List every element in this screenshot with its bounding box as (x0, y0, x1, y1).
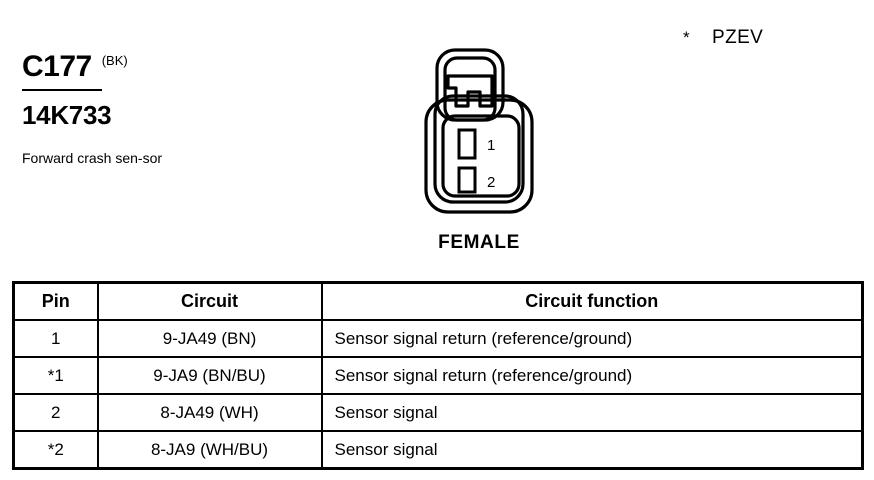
connector-cavity-1 (457, 128, 477, 160)
cell-pin: 1 (12, 319, 99, 358)
connector-id-row: C177 (BK) (22, 52, 232, 82)
connector-identification-block: C177 (BK) 14K733 Forward crash sen-sor (22, 52, 232, 168)
pzev-asterisk-marker: * (683, 28, 691, 47)
cell-pin: 2 (12, 393, 99, 432)
connector-part-number: 14K733 (22, 100, 112, 130)
table-row: 1 9-JA49 (BN) Sensor signal return (refe… (12, 319, 864, 358)
connector-cavity-2 (457, 166, 477, 194)
table-row: 2 8-JA49 (WH) Sensor signal (12, 393, 864, 432)
connector-inner-shell (433, 94, 525, 204)
connector-cavity-1-number: 1 (487, 137, 495, 154)
cell-circuit: 9-JA49 (BN) (96, 319, 323, 358)
cell-pin: *2 (12, 430, 99, 470)
table-row: *1 9-JA9 (BN/BU) Sensor signal return (r… (12, 356, 864, 395)
table-header-row: Pin Circuit Circuit function (12, 281, 864, 321)
pinout-table: Pin Circuit Circuit function 1 9-JA49 (B… (12, 281, 864, 470)
connector-mating-face (441, 114, 521, 198)
connector-color-code: (BK) (101, 53, 128, 68)
connector-id: C177 (22, 50, 92, 83)
connector-cavity-2-number: 2 (487, 174, 495, 191)
table-row: *2 8-JA9 (WH/BU) Sensor signal (12, 430, 864, 470)
cell-circuit-function: Sensor signal (320, 430, 864, 470)
cell-circuit-function: Sensor signal return (reference/ground) (320, 319, 864, 358)
connector-id-underline (22, 89, 102, 91)
connector-figure: 1 2 FEMALE (404, 44, 554, 254)
connector-description: Forward crash sen-sor (22, 150, 163, 166)
pzev-footnote: * PZEV (683, 27, 763, 49)
cell-circuit: 8-JA9 (WH/BU) (96, 430, 323, 470)
cell-circuit-function: Sensor signal return (reference/ground) (320, 356, 864, 395)
column-header-circuit: Circuit (96, 281, 323, 321)
pzev-label: PZEV (712, 27, 764, 48)
column-header-pin: Pin (12, 281, 99, 321)
column-header-circuit-function: Circuit function (320, 281, 864, 321)
connector-latch-tower-inner (443, 56, 497, 122)
connector-gender-label: FEMALE (438, 232, 520, 253)
connector-latch-keyway (446, 74, 494, 108)
cell-circuit-function: Sensor signal (320, 393, 864, 432)
connector-illustration: 1 2 (424, 48, 534, 214)
cell-pin: *1 (12, 356, 99, 395)
cell-circuit: 9-JA9 (BN/BU) (96, 356, 323, 395)
cell-circuit: 8-JA49 (WH) (96, 393, 323, 432)
